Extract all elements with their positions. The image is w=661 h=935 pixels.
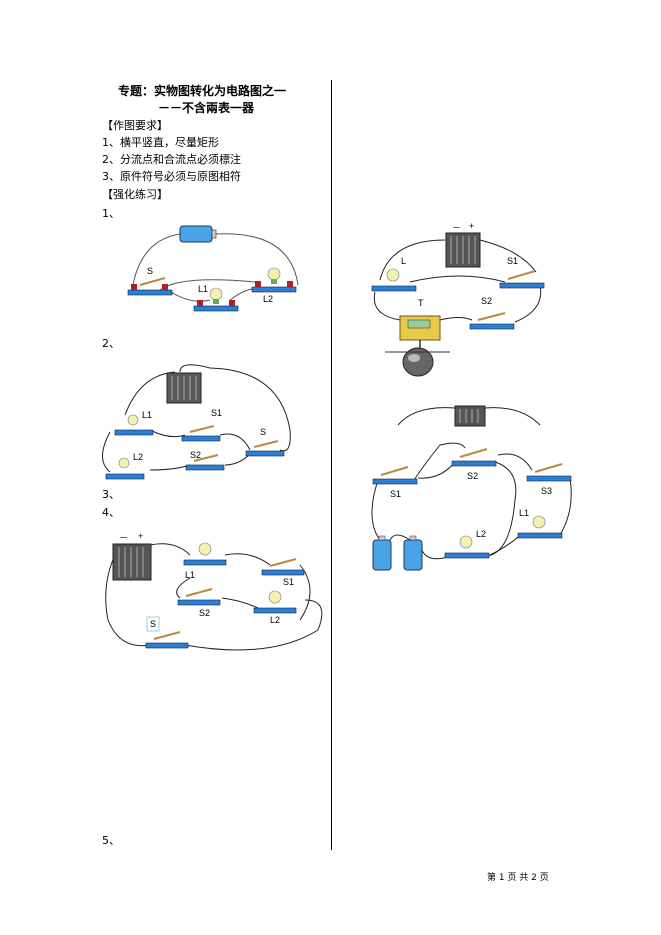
fig1-label-l1: L1: [198, 284, 209, 294]
fig-r2-label-s3: S3: [541, 486, 553, 496]
fig-r2-label-l1: L1: [519, 508, 530, 518]
fig-r2-label-s1: S1: [390, 489, 402, 499]
question-number-4: 4、: [102, 506, 120, 519]
question-number-3: 3、: [102, 488, 120, 501]
fig2-label-l2: L2: [133, 452, 144, 462]
fig4-label-s1: S1: [283, 577, 295, 587]
question-number-1: 1、: [102, 207, 120, 220]
fig1-label-s: S: [147, 266, 154, 276]
practice-header: 【强化练习】: [102, 188, 168, 201]
fig4-label-plus: +: [138, 531, 144, 541]
fig-r2-label-s2: S2: [467, 471, 479, 481]
requirement-item-1: 1、横平竖直，尽量矩形: [102, 136, 219, 149]
fig1-label-l2: L2: [263, 294, 274, 304]
question-number-5: 5、: [102, 834, 120, 847]
fig-r1-label-l: L: [401, 256, 407, 266]
requirement-item-3: 3、原件符号必须与原图相符: [102, 170, 241, 183]
fig-r1-label-plus: +: [469, 221, 475, 231]
fig4-label-minus: －: [119, 533, 129, 543]
fig4-label-s: S: [150, 619, 157, 629]
page-footer: 第 1 页 共 2 页: [487, 873, 549, 883]
fig4-label-l2: L2: [270, 615, 281, 625]
fig4-label-s2: S2: [199, 608, 211, 618]
fig-r1-label-s2: S2: [481, 296, 493, 306]
page-title-line2: －－不含兩表一器: [158, 101, 255, 115]
fig-r2-label-l2: L2: [476, 529, 487, 539]
requirements-header: 【作图要求】: [102, 119, 168, 132]
question-number-2: 2、: [102, 337, 120, 350]
fig-r1-label-t: T: [418, 298, 424, 308]
column-divider: [331, 80, 332, 850]
fig2-label-s1: S1: [211, 408, 223, 418]
fig2-label-l1: L1: [142, 410, 153, 420]
page-title-line1: 专题：实物图转化为电路图之一: [118, 84, 287, 98]
requirement-item-2: 2、分流点和合流点必须標注: [102, 153, 241, 166]
fig2-label-s2: S2: [190, 450, 202, 460]
fig-r1-label-minus: －: [452, 223, 462, 233]
fig-r1-label-s1: S1: [507, 256, 519, 266]
fig4-label-l1: L1: [185, 570, 196, 580]
fig2-label-s: S: [260, 427, 267, 437]
